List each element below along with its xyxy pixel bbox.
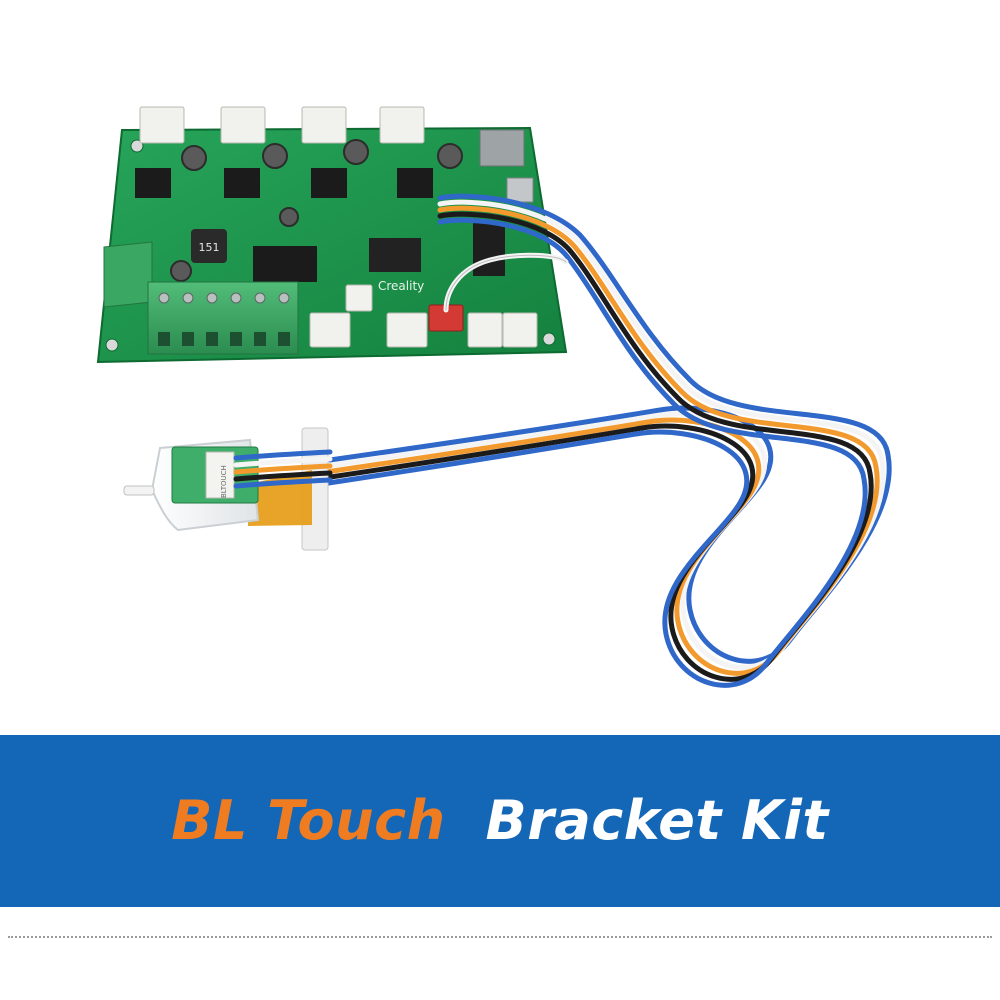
pin-header bbox=[473, 222, 505, 276]
inductor: 151 bbox=[191, 229, 227, 263]
title-banner: BL Touch Bracket Kit bbox=[0, 735, 1000, 907]
wiring-harness bbox=[319, 193, 892, 688]
dotted-divider bbox=[8, 936, 992, 938]
motor-connectors bbox=[139, 106, 425, 144]
probe-pin bbox=[123, 485, 155, 496]
title-primary: BL Touch bbox=[171, 789, 446, 852]
bltouch-sensor: BLTOUCH bbox=[123, 427, 333, 551]
driver-heatsinks bbox=[135, 168, 433, 282]
svg-text:151: 151 bbox=[199, 241, 220, 254]
title-secondary: Bracket Kit bbox=[485, 789, 829, 852]
sensor-connector bbox=[205, 451, 235, 499]
sensor-connector-label: BLTOUCH bbox=[220, 465, 228, 498]
board-brand-label: Creality bbox=[378, 279, 424, 293]
product-illustration: 151 Creality bbox=[96, 106, 892, 688]
screw-terminal-block bbox=[103, 241, 299, 355]
mcu-chip bbox=[369, 238, 421, 272]
bottom-connectors bbox=[309, 284, 538, 348]
product-photo: 151 Creality bbox=[96, 106, 892, 688]
usb-port bbox=[506, 177, 534, 203]
controller-board: 151 Creality bbox=[96, 106, 568, 364]
sd-card-slot bbox=[479, 129, 525, 167]
capacitors bbox=[170, 139, 463, 282]
